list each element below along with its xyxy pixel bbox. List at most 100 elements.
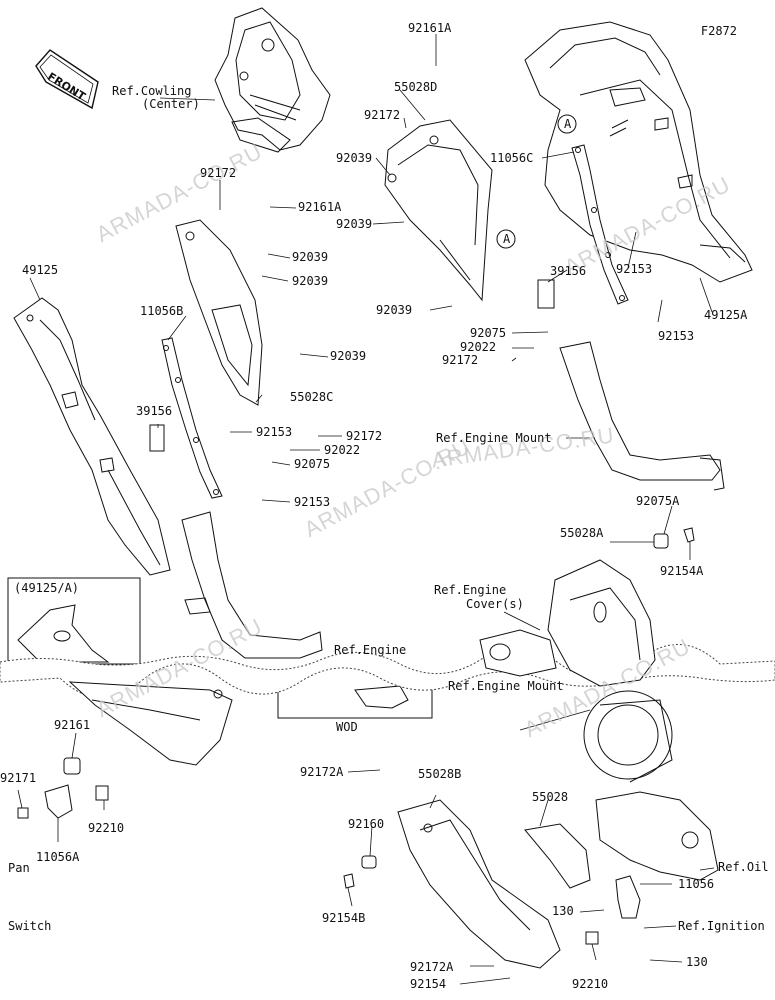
ref-ignition-label: Ref.Ignition (678, 919, 765, 933)
ref-oil-label: Ref.Oil (718, 860, 769, 874)
part-92172-r: 92172 (442, 353, 479, 367)
part-92075A: 92075A (636, 494, 680, 508)
part-49125: 49125 (22, 263, 59, 277)
grommet-92161 (63, 757, 81, 775)
bolt-92154A (683, 527, 695, 543)
part-92153-r1: 92153 (616, 262, 653, 276)
part-92154: 92154 (410, 977, 447, 991)
right-cowling-49125A (524, 21, 753, 283)
clip-92171 (17, 807, 29, 819)
figure-code: F2872 (700, 24, 737, 38)
wod-bracket (277, 680, 433, 719)
inset-title: (49125/A) (14, 581, 80, 595)
stay-11056A (44, 784, 73, 819)
part-55028: 55028 (532, 790, 569, 804)
part-92022-r: 92022 (460, 340, 497, 354)
center-cowling-part (214, 7, 331, 153)
ref-engine-guard-label: Ref.Engine (334, 643, 407, 657)
part-92075-l: 92075 (294, 457, 331, 471)
engine-round-part (583, 690, 673, 783)
part-55028B: 55028B (418, 767, 462, 781)
front-arrow-icon (35, 49, 99, 110)
wod-label: WOD (336, 720, 358, 734)
part-92172-mid: 92172 (364, 108, 401, 122)
part-92039-b: 92039 (336, 217, 373, 231)
engine-mount-ref-right (559, 341, 725, 491)
part-39156-left: 39156 (136, 404, 173, 418)
ref-cowling-center-label: (Center) (142, 97, 200, 111)
part-92210-right: 92210 (572, 977, 609, 991)
pan-label: Pan (8, 861, 30, 875)
grommet-92160 (361, 855, 377, 869)
part-92039-c: 92039 (292, 250, 329, 264)
circle-a-mid: A (503, 232, 511, 246)
wod-part (354, 685, 409, 709)
part-92210-left: 92210 (88, 821, 125, 835)
circle-a-top: A (564, 117, 572, 131)
part-39156-right: 39156 (550, 264, 587, 278)
part-92154A: 92154A (660, 564, 704, 578)
grommet-92075A (653, 533, 669, 549)
part-92022-l: 92022 (324, 443, 361, 457)
rubber-39156-left (149, 424, 165, 452)
part-92153-l1: 92153 (256, 425, 293, 439)
part-92172A-top: 92172A (300, 765, 344, 779)
part-55028A: 55028A (560, 526, 604, 540)
ref-engine-cover-label-1: Ref.Engine (434, 583, 507, 597)
cover-55028 (524, 823, 591, 889)
part-92172-l: 92172 (346, 429, 383, 443)
part-92039-d: 92039 (292, 274, 329, 288)
page-tear-band (0, 644, 775, 699)
part-11056C: 11056C (490, 151, 534, 165)
stay-11056B (161, 337, 223, 499)
rubber-39156-right (537, 279, 555, 309)
part-92161A-left: 92161A (298, 200, 342, 214)
part-92172-left: 92172 (200, 166, 237, 180)
part-11056: 11056 (678, 877, 715, 891)
part-92039-f: 92039 (330, 349, 367, 363)
part-92172A-bottom: 92172A (410, 960, 454, 974)
oil-ref-part (595, 791, 719, 881)
part-92039-e: 92039 (376, 303, 413, 317)
collar-92210-left (95, 785, 109, 801)
part-92160: 92160 (348, 817, 385, 831)
part-55028D: 55028D (394, 80, 438, 94)
circle-a-mid-marker (496, 229, 516, 249)
ref-engine-mount-label: Ref.Engine Mount (436, 431, 552, 445)
ref-engine-cover-label-2: Cover(s) (466, 597, 524, 611)
part-11056B: 11056B (140, 304, 184, 318)
part-92153-l2: 92153 (294, 495, 331, 509)
circle-a-top-marker (557, 114, 577, 134)
stay-11056C (571, 144, 629, 305)
bracket-55028C (175, 219, 263, 406)
leader-lines (17, 34, 715, 985)
cover-55028B (397, 799, 561, 969)
part-55028C: 55028C (290, 390, 334, 404)
part-92161A-top: 92161A (408, 21, 452, 35)
switch-label: Switch (8, 919, 52, 933)
part-130-b: 130 (686, 955, 708, 969)
lower-left-cowling (68, 681, 233, 766)
inset-cowling-part (17, 604, 110, 663)
engine-guard-ref (479, 629, 557, 677)
part-92153-r2: 92153 (658, 329, 695, 343)
stay-11056 (615, 875, 641, 919)
bolt-92154B (343, 873, 355, 889)
collar-92210-right (585, 931, 599, 945)
ref-cowling-label: Ref.Cowling (112, 84, 192, 98)
part-92171: 92171 (0, 771, 37, 785)
part-92161: 92161 (54, 718, 91, 732)
engine-cover-55028A (547, 559, 656, 687)
ref-engine-mount-label-2: Ref.Engine Mount (448, 679, 564, 693)
part-92075-r: 92075 (470, 326, 507, 340)
part-49125A: 49125A (704, 308, 748, 322)
bracket-55028D (384, 119, 493, 302)
part-92039-a: 92039 (336, 151, 373, 165)
part-11056A: 11056A (36, 850, 80, 864)
engine-mount-ref-left (181, 511, 323, 659)
left-cowling-49125 (13, 297, 171, 576)
part-130-a: 130 (552, 904, 574, 918)
part-92154B: 92154B (322, 911, 366, 925)
